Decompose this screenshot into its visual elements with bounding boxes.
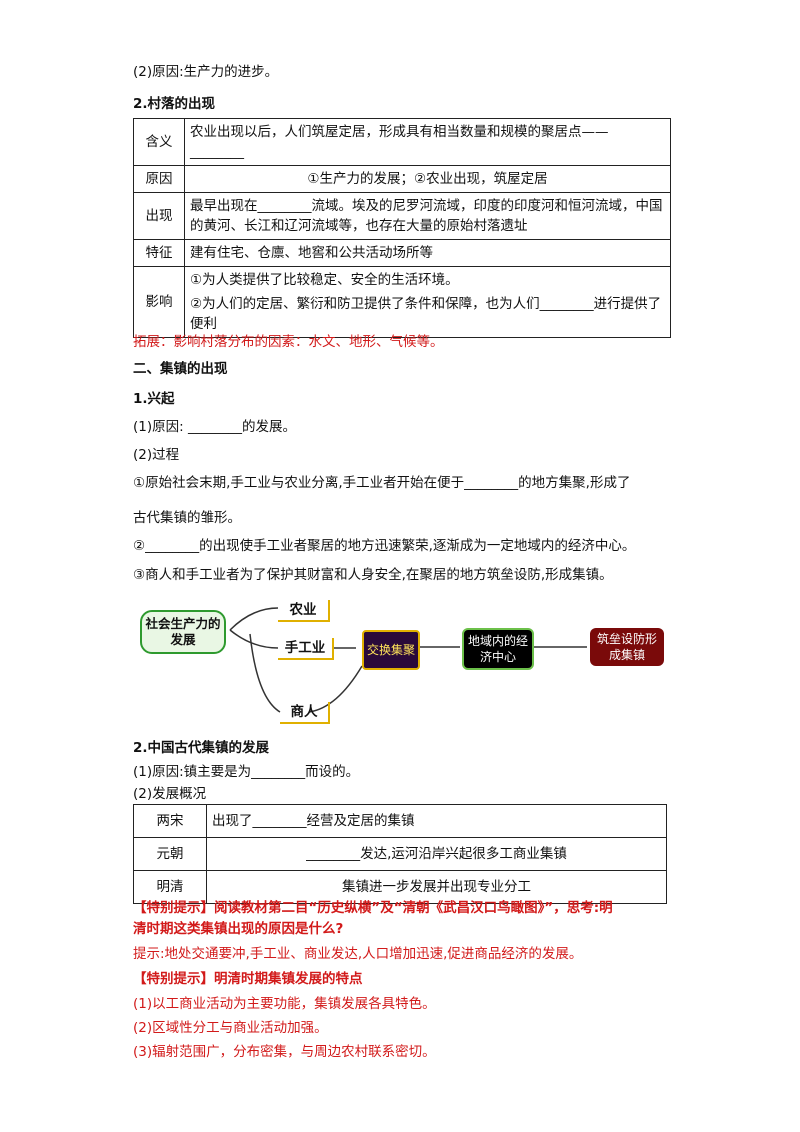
row-label: 明清 [133,870,207,904]
row-text: 出现了________经营及定居的集镇 [206,804,667,838]
row-label: 特征 [133,239,185,267]
table-row: 含义 农业出现以后，人们筑屋定居，形成具有相当数量和规模的聚居点—— ______… [133,118,671,166]
node-agriculture: 农业 [278,600,330,622]
subsection-title-rise: 1.兴起 [133,391,175,407]
row-label: 元朝 [133,837,207,871]
node-fortified-town: 筑垒设防形成集镇 [590,628,664,666]
table-row: 元朝 ________发达,运河沿岸兴起很多工商业集镇 [133,837,667,871]
row-text: 最早出现在________流域。埃及的尼罗河流域，印度的印度河和恒河流域，中国的… [184,192,671,240]
row-label: 影响 [133,266,185,338]
row-text: 建有住宅、仓廪、地窖和公共活动场所等 [184,239,671,267]
row-text: ①为人类提供了比较稳定、安全的生活环境。 [190,272,459,288]
row-label: 出现 [133,192,185,240]
table-row: 影响 ①为人类提供了比较稳定、安全的生活环境。 ②为人们的定居、繁衍和防卫提供了… [133,266,671,338]
table-row: 明清 集镇进一步发展并出现专业分工 [133,870,667,904]
node-merchant: 商人 [280,702,330,724]
fill-blank: ________ [190,144,244,160]
reason-line: (2)原因:生产力的进步。 [133,64,279,80]
expand-note: 拓展：影响村落分布的因素：水文、地形、气候等。 [133,334,444,350]
special-tip-2: 【特别提示】明清时期集镇发展的特点 [133,971,363,987]
feature-3: (3)辐射范围广，分布密集，与周边农村联系密切。 [133,1044,436,1060]
china-overview: (2)发展概况 [133,786,207,802]
process-item-2: ②________的出现使手工业者聚居的地方迅速繁荣,逐渐成为一定地域内的经济中… [133,538,636,554]
special-tip-1: 【特别提示】阅读教材第二目“历史纵横”及“清朝《武昌汉口鸟瞰图》”，思考:明 [133,900,613,916]
row-text: 集镇进一步发展并出现专业分工 [206,870,667,904]
table-row: 两宋 出现了________经营及定居的集镇 [133,804,667,838]
node-productivity: 社会生产力的发展 [140,610,226,654]
town-formation-diagram: 社会生产力的发展 农业 手工业 商人 交换集聚 地域内的经济中心 筑垒设防形成集… [132,598,672,728]
process-item-3: ③商人和手工业者为了保护其财富和人身安全,在聚居的地方筑垒设防,形成集镇。 [133,567,613,583]
node-exchange: 交换集聚 [362,630,420,670]
tip-answer: 提示:地处交通要冲,手工业、商业发达,人口增加迅速,促进商品经济的发展。 [133,946,583,962]
village-table: 含义 农业出现以后，人们筑屋定居，形成具有相当数量和规模的聚居点—— ______… [133,118,671,338]
row-label: 原因 [133,165,185,193]
row-text: ②为人们的定居、繁衍和防卫提供了条件和保障，也为人们________进行提供了便… [190,296,662,332]
table-row: 特征 建有住宅、仓廪、地窖和公共活动场所等 [133,239,671,267]
special-tip-1-cont: 清时期这类集镇出现的原因是什么? [133,921,344,937]
subsection-title-china: 2.中国古代集镇的发展 [133,740,270,756]
node-economic-center: 地域内的经济中心 [462,628,534,670]
process-item-1: ①原始社会末期,手工业与农业分离,手工业者开始在便于________的地方集聚,… [133,475,631,491]
table-row: 原因 ①生产力的发展；②农业出现，筑屋定居 [133,165,671,193]
section-title-village: 2.村落的出现 [133,96,216,112]
rise-reason: (1)原因: ________的发展。 [133,419,296,435]
row-label: 含义 [133,118,185,166]
china-reason: (1)原因:镇主要是为________而设的。 [133,764,360,780]
feature-2: (2)区域性分工与商业活动加强。 [133,1020,328,1036]
row-text: ________发达,运河沿岸兴起很多工商业集镇 [206,837,667,871]
rise-process-heading: (2)过程 [133,447,180,463]
node-handicraft: 手工业 [278,638,334,660]
row-label: 两宋 [133,804,207,838]
feature-1: (1)以工商业活动为主要功能，集镇发展各具特色。 [133,996,436,1012]
row-text: ①生产力的发展；②农业出现，筑屋定居 [184,165,671,193]
table-row: 出现 最早出现在________流域。埃及的尼罗河流域，印度的印度河和恒河流域，… [133,192,671,240]
dynasty-table: 两宋 出现了________经营及定居的集镇 元朝 ________发达,运河沿… [133,804,667,904]
row-text: 农业出现以后，人们筑屋定居，形成具有相当数量和规模的聚居点—— [190,124,609,140]
process-item-1-cont: 古代集镇的雏形。 [133,510,241,526]
section-title-town: 二、集镇的出现 [133,361,228,377]
diagram-connectors [229,607,587,713]
